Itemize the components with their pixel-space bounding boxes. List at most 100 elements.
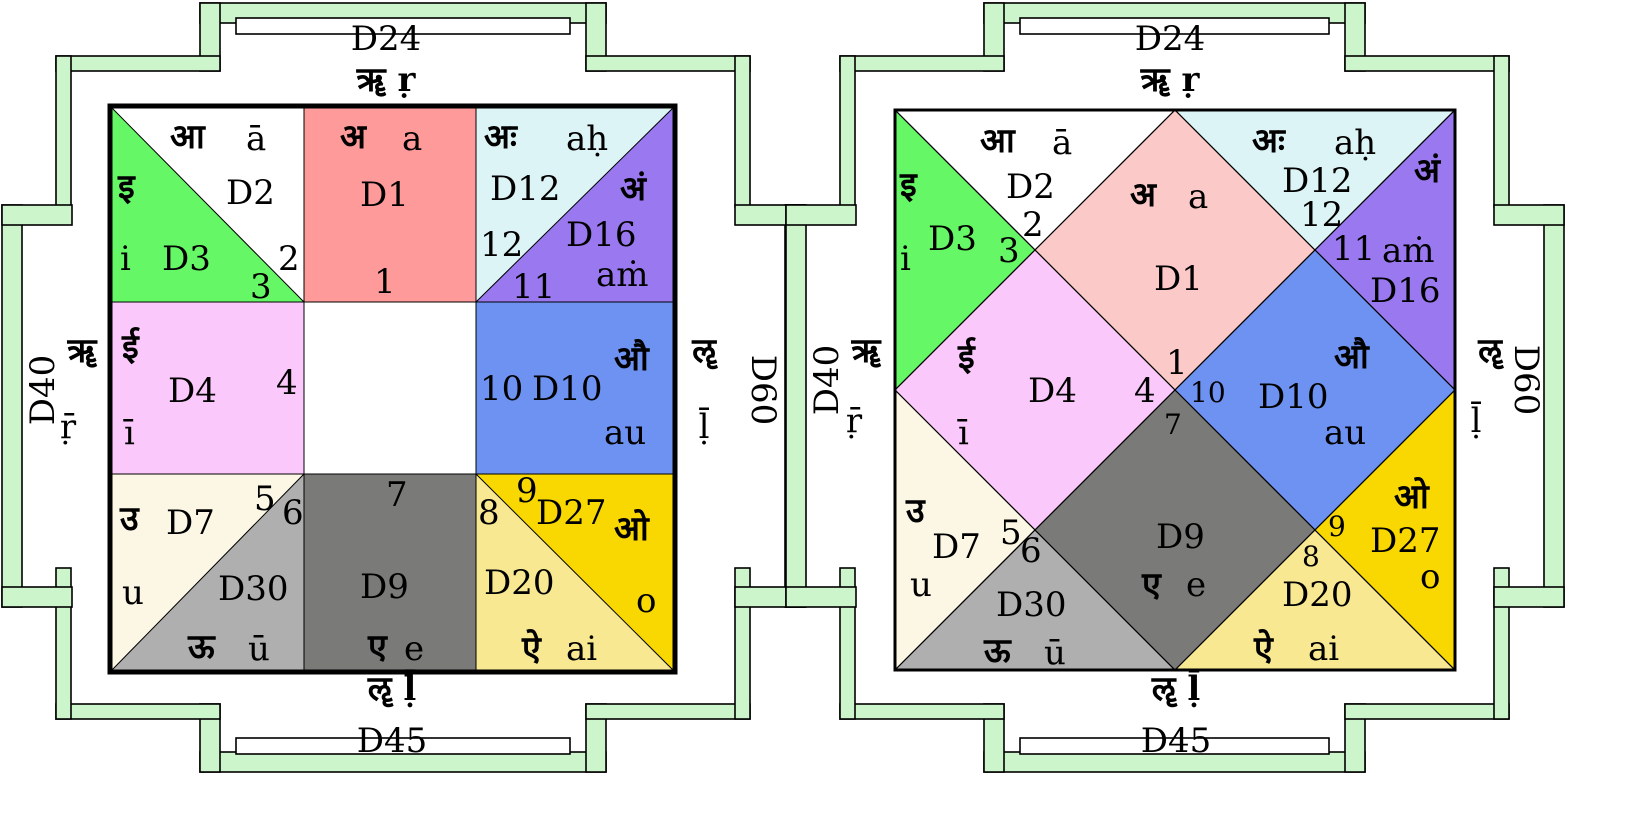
cell-o-varga: D27: [1370, 521, 1441, 561]
cell-e-varga: D9: [1156, 517, 1205, 557]
right-side-vargas-label: D60: [743, 355, 783, 426]
cell-ah-num: 12: [1300, 195, 1343, 235]
cell-ah-roman: aḥ: [566, 119, 608, 159]
cell-a-varga: D1: [360, 175, 409, 215]
cell-am-roman: aṁ: [596, 255, 649, 295]
cell-ah-roman: aḥ: [1334, 123, 1376, 163]
cell-o-num: 9: [516, 471, 538, 511]
cell-uu-roman: ū: [1044, 633, 1066, 673]
cell-am-varga: D16: [566, 215, 637, 255]
right-chart-right-vargas-label: D60: [1506, 345, 1546, 416]
right-chart-left-deva-label: ॠ: [850, 331, 882, 371]
right-top-letter-label: ॠ ṛ: [1140, 60, 1201, 100]
left-top-letter-label: ॠ ṛ: [356, 60, 417, 100]
cell-ah-num: 12: [480, 225, 523, 265]
cell-i-num: 3: [250, 267, 272, 307]
cell-aa-roman: ā: [246, 119, 266, 159]
cell-o-num: 9: [1328, 510, 1346, 543]
cell-u-num: 5: [254, 479, 276, 519]
right-side-deva-label: ॡ: [691, 331, 718, 371]
cell-am-num: 11: [512, 267, 555, 307]
cell-am-deva: अं: [1414, 151, 1442, 191]
cell-am-roman: aṁ: [1382, 231, 1435, 271]
cell-o-deva: ओ: [614, 508, 650, 549]
left-chart: D24 ॠ ṛ ॡ ḹ D45 D40 ॠ ṝ D60 ॡ ḹ आ ā D2 2…: [1, 2, 806, 773]
cell-aa-varga: D2: [1006, 167, 1055, 207]
cell-am-num: 11: [1332, 229, 1375, 269]
cell-ai-varga: D20: [484, 563, 555, 603]
cell-i-varga: D3: [162, 239, 211, 279]
cell-i-deva: इ: [117, 167, 136, 207]
cell-u-varga: D7: [166, 503, 215, 543]
right-yantra-frame: [785, 2, 1565, 773]
cell-ii-deva: ई: [957, 336, 977, 377]
right-bottom-letter-label: ॡ ḹ: [1151, 668, 1201, 709]
cell-ii-deva: ई: [121, 326, 141, 367]
cell-ah-varga: D12: [1282, 161, 1353, 201]
cell-aa-deva: आ: [980, 121, 1016, 161]
right-chart-right-deva-label: ॡ: [1477, 331, 1504, 371]
cell-ii-num: 4: [1134, 371, 1156, 411]
right-side-roman-label: ḹ: [699, 407, 710, 447]
left-side-vargas-label: D40: [23, 355, 63, 426]
right-chart-right-roman-label: ḹ: [1471, 401, 1482, 441]
cell-au-deva: औ: [1334, 336, 1370, 377]
cell-e-deva: ए: [367, 627, 388, 667]
cell-ii-roman: ī: [123, 413, 135, 453]
cell-aa-roman: ā: [1052, 123, 1072, 163]
cell-uu-roman: ū: [248, 629, 270, 669]
cell-ai-num: 8: [1302, 540, 1320, 573]
cell-a-varga: D1: [1154, 259, 1203, 299]
cell-e-roman: e: [404, 629, 424, 669]
cell-o-deva: ओ: [1394, 476, 1430, 517]
cell-ah-deva: अः: [484, 117, 518, 157]
cell-ai-roman: ai: [1308, 629, 1339, 669]
cell-ah-deva: अः: [1252, 121, 1286, 161]
right-chart-left-roman-label: ṝ: [846, 401, 863, 441]
cell-ii-varga: D4: [1028, 371, 1077, 411]
cell-uu-deva: ऊ: [187, 627, 216, 667]
cell-au-roman: au: [604, 413, 646, 453]
cell-uu-varga: D30: [218, 569, 289, 609]
left-chart-border: [107, 103, 678, 675]
right-chart-left-vargas-label: D40: [807, 345, 847, 416]
cell-ii-roman: ī: [957, 413, 969, 453]
cell-a-roman: a: [402, 119, 422, 159]
left-top-vargas-label: D24: [351, 19, 422, 59]
right-chart: D24 ॠ ṛ ॡ ḹ D45 D40 ॠ ṝ D60 ॡ ḹ आ ā D2 2…: [785, 2, 1565, 773]
cell-ii-num: 4: [276, 363, 298, 403]
cell-au-num: 10: [1190, 376, 1226, 409]
cell-e-num: 7: [386, 475, 408, 515]
cell-au-num: 10: [480, 369, 523, 409]
left-bottom-vargas-label: D45: [357, 721, 428, 761]
cell-a-deva: अ: [340, 117, 368, 157]
cell-u-roman: u: [122, 573, 144, 613]
cell-ii-varga: D4: [168, 371, 217, 411]
left-side-deva-label: ॠ: [66, 331, 98, 371]
right-chart-cells: [893, 108, 1457, 672]
cell-i-roman: i: [900, 239, 911, 279]
cell-e-varga: D9: [360, 567, 409, 607]
cell-e-num: 7: [1164, 408, 1182, 441]
left-chart-cells: [108, 104, 676, 674]
left-bottom-letter-label: ॡ ḹ: [367, 668, 417, 709]
cell-ai-num: 8: [478, 493, 500, 533]
cell-aa-num: 2: [278, 239, 300, 279]
cell-e-roman: e: [1186, 565, 1206, 605]
right-bottom-vargas-label: D45: [1141, 721, 1212, 761]
cell-ah-varga: D12: [490, 169, 561, 209]
cell-ai-varga: D20: [1282, 575, 1353, 615]
cell-uu-num: 6: [282, 493, 304, 533]
cell-o-roman: o: [636, 581, 656, 621]
cell-u-deva: उ: [119, 499, 140, 539]
right-top-vargas-label: D24: [1135, 19, 1206, 59]
cell-ai-deva: ऐ: [1253, 628, 1274, 669]
cell-u-num: 5: [1000, 513, 1022, 553]
right-chart-border: [893, 108, 1457, 672]
cell-au-varga: D10: [532, 369, 603, 409]
cell-i-varga: D3: [928, 219, 977, 259]
cell-u-roman: u: [910, 565, 932, 605]
cell-a-num: 1: [374, 262, 396, 302]
cell-i-num: 3: [998, 231, 1020, 271]
